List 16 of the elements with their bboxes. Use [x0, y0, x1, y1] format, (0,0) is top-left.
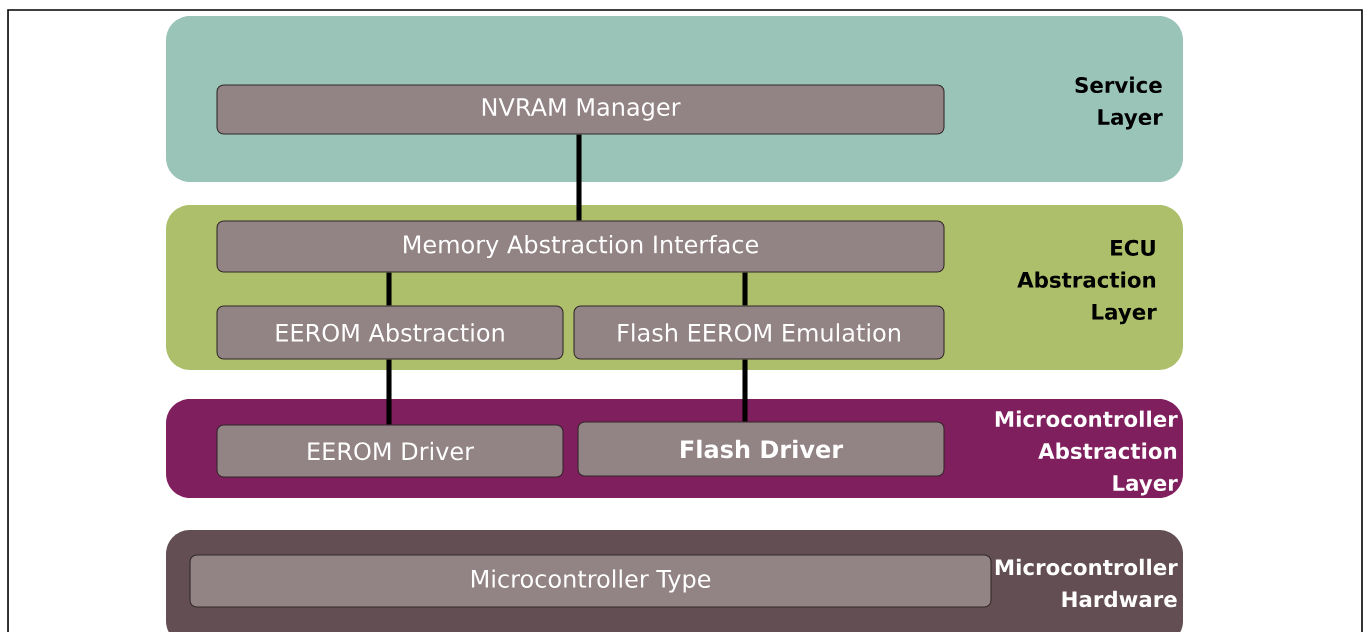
module-box: NVRAM Manager	[216, 84, 945, 135]
layer-label: Microcontroller Hardware	[995, 558, 1178, 608]
module-box: EEROM Driver	[216, 424, 564, 478]
module-box: Flash EEROM Emulation	[573, 305, 945, 360]
connector-line	[742, 272, 748, 306]
module-box: Microcontroller Type	[189, 554, 992, 608]
layer-label: Service Layer	[1075, 76, 1163, 130]
layer-label: ECU Abstraction Layer	[1017, 239, 1157, 325]
layer-label: Microcontroller Abstraction Layer	[995, 410, 1178, 496]
module-box: Memory Abstraction Interface	[216, 220, 945, 273]
module-box: EEROM Abstraction	[216, 305, 564, 360]
connector-line	[386, 272, 392, 306]
connector-line	[576, 134, 582, 221]
connector-line	[386, 359, 392, 425]
module-box: Flash Driver	[577, 421, 945, 477]
connector-line	[742, 359, 748, 422]
